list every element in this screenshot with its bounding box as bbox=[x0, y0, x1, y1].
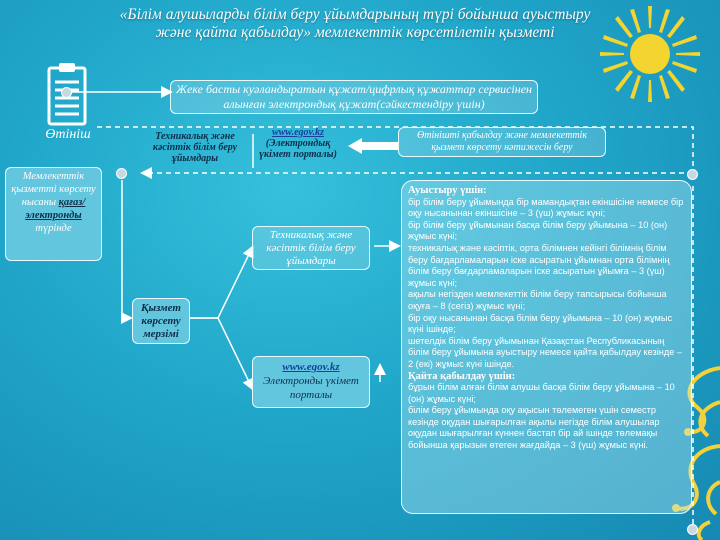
tvet-source-label: Техникалық және кәсіптік білім беру ұйым… bbox=[152, 131, 238, 164]
transfer-item: техникалық және кәсіптік, орта білімнен … bbox=[408, 242, 670, 288]
readmit-item: білім беру ұйымында оқу ақысын төлемеген… bbox=[408, 405, 660, 451]
transfer-item: шетелдік білім беру ұйымынан Қазақстан Р… bbox=[408, 335, 682, 369]
egov-portal-text: (Электрондық үкімет порталы) bbox=[259, 138, 337, 160]
durations-panel: Ауыстыру үшін: бір білім беру ұйымында б… bbox=[401, 180, 692, 514]
readmit-item: бұрын білім алған білім алушы басқа білі… bbox=[408, 382, 675, 404]
transfer-heading: Ауыстыру үшін: bbox=[408, 185, 487, 196]
egov-branch-text: Электронды үкімет порталы bbox=[263, 375, 359, 401]
service-form-prefix: Мемлекеттік қызметті көрсету нысаны bbox=[11, 171, 96, 208]
egov-link[interactable]: www.egov.kz bbox=[271, 127, 325, 138]
application-label: Өтініш bbox=[45, 127, 91, 142]
egov-branch-link[interactable]: www.egov.kz bbox=[282, 361, 340, 373]
tvet-branch-box: Техникалық және кәсіптік білім беру ұйым… bbox=[252, 226, 370, 270]
service-form-box: Мемлекеттік қызметті көрсету нысаны қаға… bbox=[5, 167, 102, 261]
readmit-heading: Қайта қабылдау үшін: bbox=[408, 370, 516, 382]
transfer-item: бір білім беру ұйымында бір мамандықтан … bbox=[408, 196, 684, 219]
service-form-suffix: түрінде bbox=[35, 223, 72, 234]
transfer-item: бір оқу нысанынан басқа білім беру ұйымы… bbox=[408, 312, 673, 335]
flow-node-dot bbox=[116, 168, 127, 179]
document-box: Жеке басты куәландыратын құжат/цифрлық қ… bbox=[170, 80, 538, 114]
flow-node-dot bbox=[61, 87, 72, 98]
egov-branch-box: www.egov.kz Электронды үкімет порталы bbox=[252, 356, 370, 408]
result-box: Өтінішті қабылдау және мемлекеттік қызме… bbox=[398, 127, 606, 157]
service-form-underlined: қағаз/ электронды bbox=[25, 197, 86, 221]
transfer-item: бір білім беру ұйымынан басқа білім беру… bbox=[408, 219, 668, 242]
sun-icon bbox=[600, 6, 700, 102]
service-term-box: Қызмет көрсету мерзімі bbox=[132, 298, 190, 344]
transfer-item: ақылы негізден мемлекеттік білім беру та… bbox=[408, 289, 667, 311]
page-title: «Білім алушыларды білім беру ұйымдарының… bbox=[119, 6, 591, 41]
flow-node-dot bbox=[687, 524, 698, 535]
egov-portal-label: www.egov.kz (Электрондық үкімет порталы) bbox=[258, 127, 338, 160]
flow-node-dot bbox=[687, 169, 698, 180]
